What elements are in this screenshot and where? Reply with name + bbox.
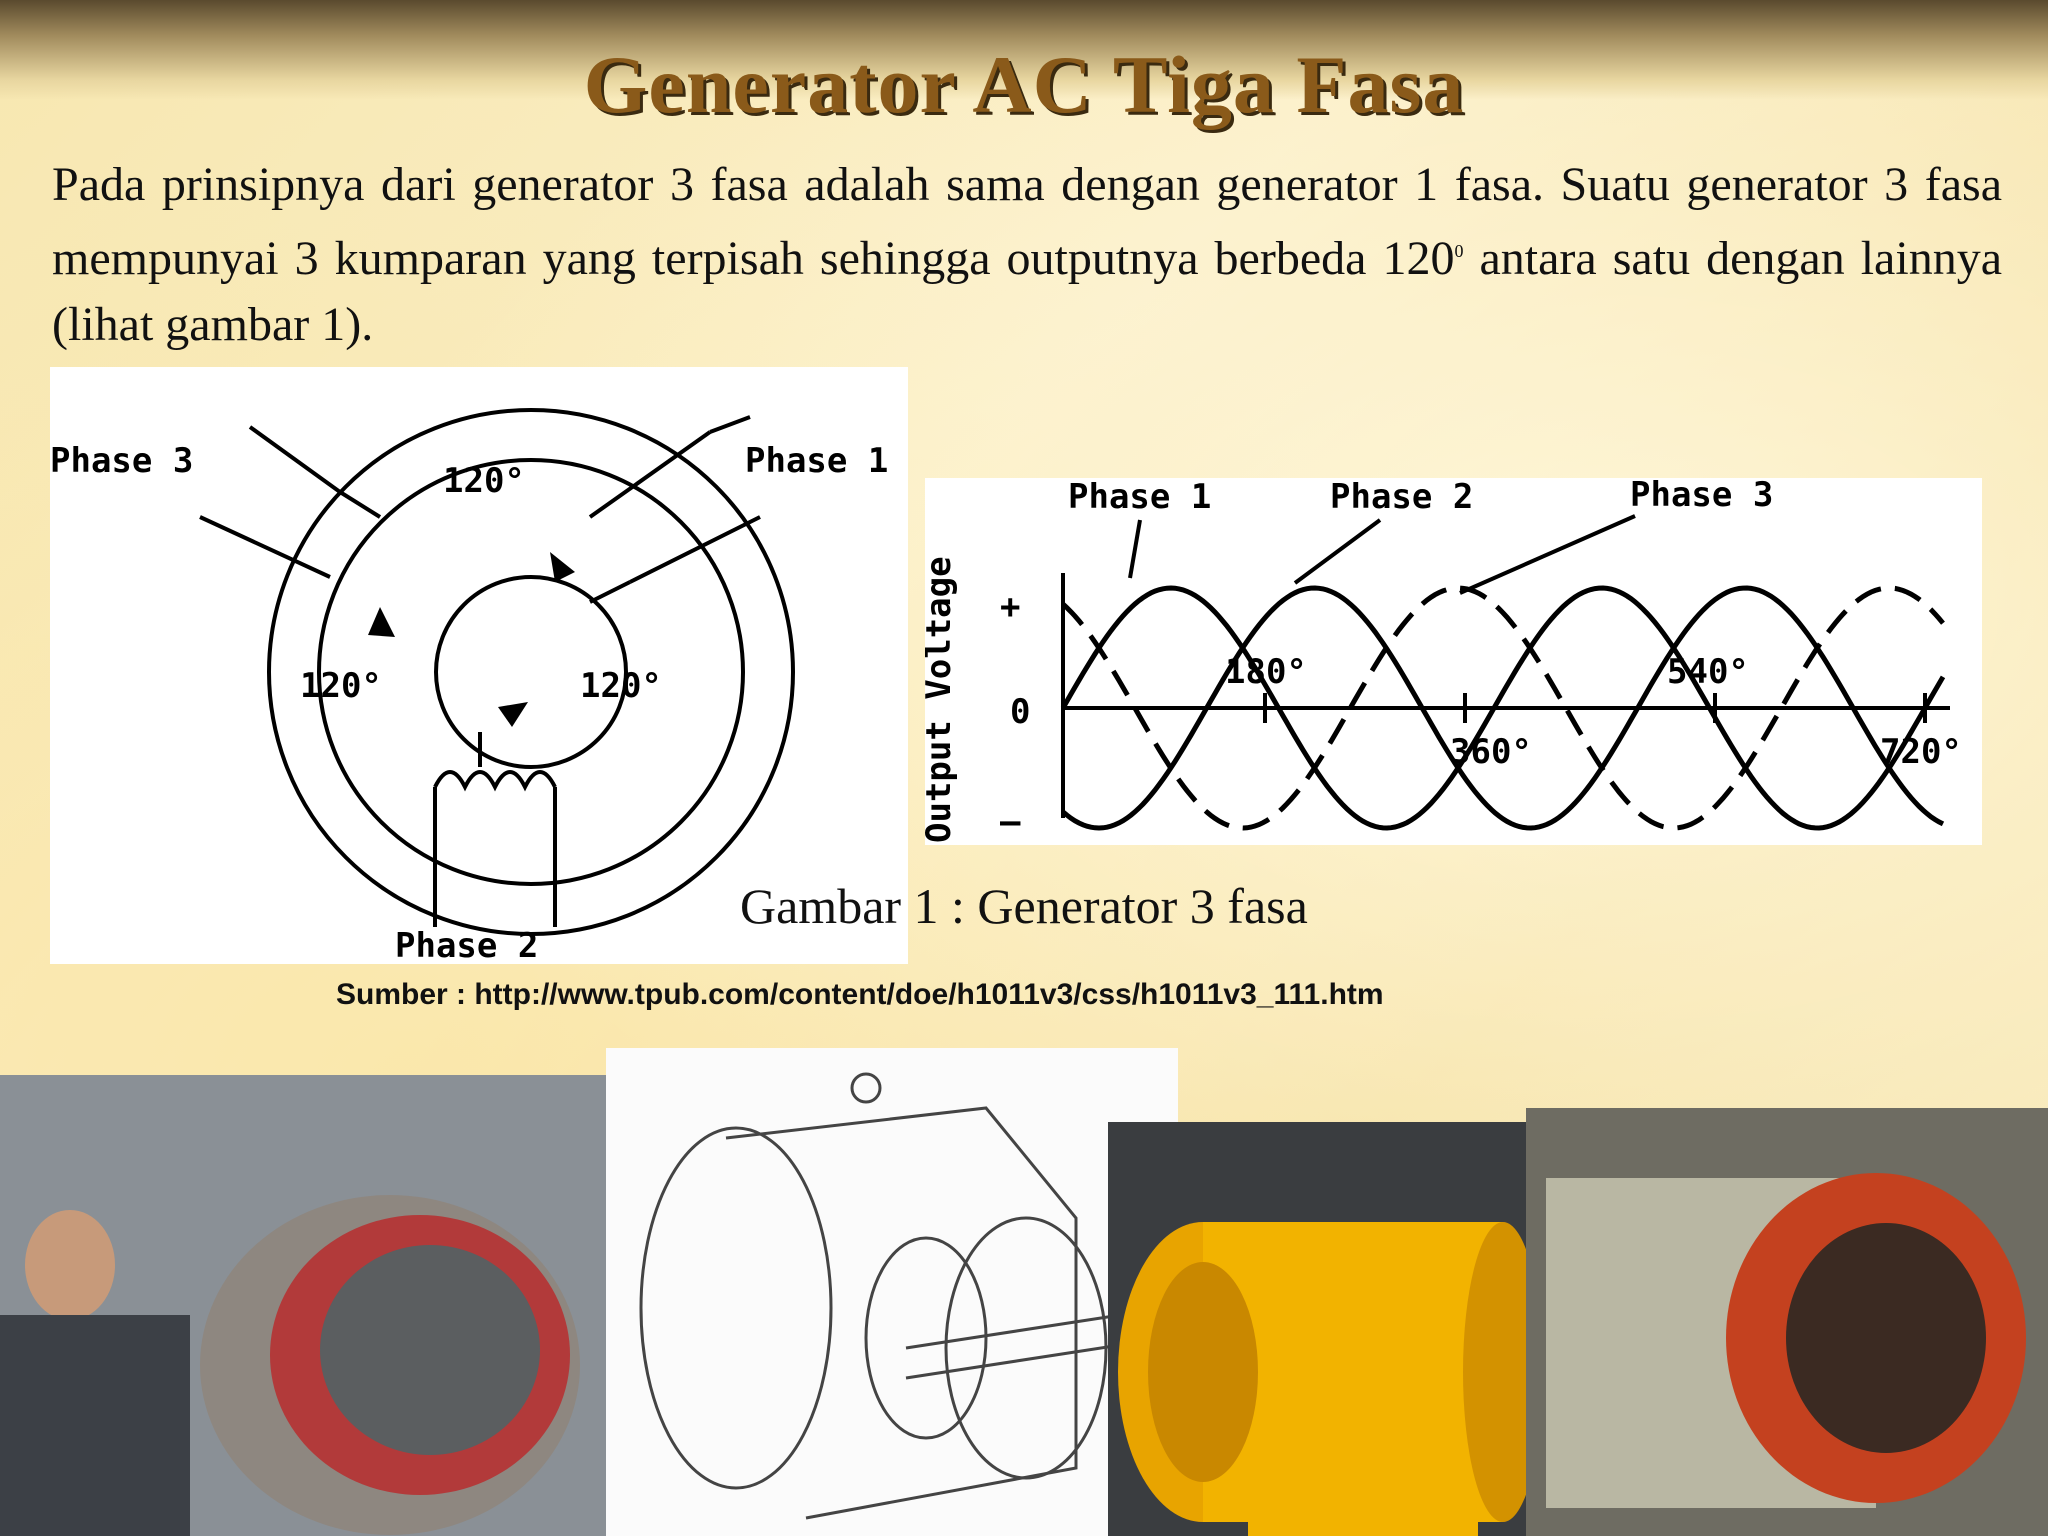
- outer-ring: [267, 408, 795, 936]
- figure-source: Sumber : http://www.tpub.com/content/doe…: [336, 978, 1384, 1011]
- y-axis-label: Output Voltage: [925, 556, 959, 843]
- wave-phase-1-label: Phase 1: [1068, 478, 1211, 517]
- rotor-diagram: Phase 3 Phase 1 Phase 2 120° 120° 120°: [50, 367, 908, 966]
- degree-superscript: 0: [1454, 241, 1464, 261]
- middle-ring: [317, 458, 745, 886]
- rotor-angle-right: 120°: [580, 666, 662, 706]
- phase-2-wave: [1061, 585, 1945, 831]
- motor-cutaway-photo: [606, 1048, 1178, 1536]
- rotor-angle-top: 120°: [443, 461, 525, 501]
- slide-title: Generator AC Tiga Fasa: [583, 39, 1465, 130]
- rotor-phase-3-label: Phase 3: [50, 441, 193, 481]
- y-tick-minus: —: [1000, 802, 1021, 842]
- y-tick-plus: +: [1000, 587, 1020, 627]
- stator-worker-photo: [0, 1075, 606, 1536]
- phase-1-wave: [1060, 585, 1946, 831]
- arrow-left: [368, 607, 395, 637]
- x-tick-360: 360°: [1450, 732, 1532, 772]
- yellow-generator-photo: [1108, 1122, 1554, 1536]
- rotor-phase-1-label: Phase 1: [745, 441, 888, 481]
- paragraph-end: antara satu dengan lainnya (lihat gambar…: [52, 232, 2002, 351]
- paragraph-main: Pada prinsipnya dari generator 3 fasa ad…: [52, 158, 2002, 285]
- phase-3-wave: [1061, 585, 1945, 831]
- wave-phase-3-label: Phase 3: [1630, 478, 1773, 515]
- arrow-bottom: [498, 702, 528, 727]
- intro-paragraph: Pada prinsipnya dari generator 3 fasa ad…: [52, 152, 2002, 358]
- x-tick-540: 540°: [1667, 652, 1749, 692]
- wave-phase-2-label: Phase 2: [1330, 478, 1473, 517]
- red-stator-photo: [1526, 1108, 2048, 1536]
- waveform-diagram: Output Voltage + 0 — 180° 360° 540° 720°…: [919, 475, 1982, 845]
- arrow-top: [550, 552, 575, 582]
- rotor-circle: [434, 575, 628, 769]
- figure-caption: Gambar 1 : Generator 3 fasa: [740, 878, 1308, 934]
- x-tick-720: 720°: [1880, 732, 1962, 772]
- y-tick-zero: 0: [1010, 692, 1030, 732]
- x-tick-180: 180°: [1225, 652, 1307, 692]
- title-band: [0, 0, 2048, 100]
- rotor-angle-left: 120°: [300, 666, 382, 706]
- rotor-phase-2-label: Phase 2: [395, 926, 538, 964]
